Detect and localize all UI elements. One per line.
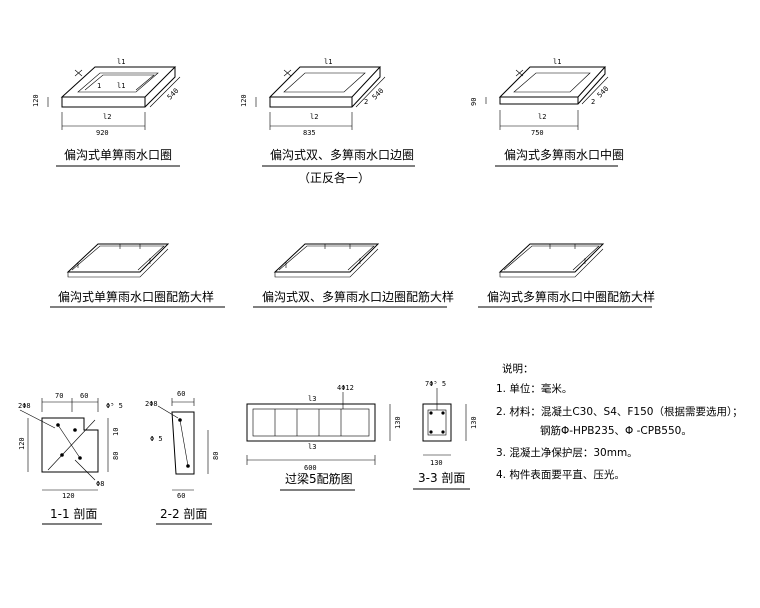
s11-dim-70: 70 (55, 392, 63, 400)
section-2-2 (157, 398, 209, 491)
fig1-sub-label: 1 (97, 82, 101, 90)
s11-title: 1-1 剖面 (50, 507, 97, 521)
fig1-l2-label: l2 (103, 113, 111, 121)
fig1-l1-label: l1 (117, 58, 125, 66)
rebar-frame-edge (273, 243, 380, 278)
fig2-d-dim: 540 (371, 87, 386, 102)
fig3-title: 偏沟式多箅雨水口中圈 (504, 147, 624, 162)
fig3-2-label: 2 (591, 98, 595, 106)
s11-w120: 120 (62, 492, 75, 500)
frame-middle-grate (485, 66, 609, 130)
fig2-note: （正反各一） (298, 170, 370, 185)
s11-phi5: Φ⁵ 5 (106, 402, 123, 410)
s22-w60: 60 (177, 492, 185, 500)
fig2-w-dim: 835 (303, 129, 316, 137)
notes-heading: 说明： (502, 362, 534, 375)
s11-dim-60: 60 (80, 392, 88, 400)
s11-phi8: Φ8 (96, 480, 104, 488)
note-4: 4. 构件表面要平直、压光。 (496, 468, 625, 481)
fig1-inner-label: l1 (117, 82, 125, 90)
mid2-title: 偏沟式双、多箅雨水口边圈配筋大样 (262, 289, 454, 304)
fig3-d-dim: 540 (596, 85, 611, 100)
beam-height: 130 (394, 416, 402, 429)
s11-h120: 120 (18, 437, 26, 450)
section-3-3 (422, 388, 467, 456)
mid3-title: 偏沟式多箅雨水口中圈配筋大样 (487, 289, 655, 304)
fig1-h-dim: 120 (32, 94, 40, 107)
note-2: 2. 材料：混凝土C30、S4、F150（根据需要选用）； (496, 405, 743, 418)
s11-d10: 10 (112, 428, 120, 436)
s22-title: 2-2 剖面 (160, 507, 207, 521)
frame-edge-grate (255, 66, 386, 130)
fig3-w-dim: 750 (531, 129, 544, 137)
frame-single-grate (47, 66, 181, 130)
s22-h80: 80 (212, 452, 220, 460)
section-1-1 (19, 398, 109, 491)
fig1-w-dim: 920 (96, 129, 109, 137)
s22-d60: 60 (177, 390, 185, 398)
beam-rebar: 4Φ12 (337, 384, 354, 392)
note-3: 3. 混凝土净保护层：30mm。 (496, 446, 638, 459)
s11-rebar: 2Φ8 (18, 402, 31, 410)
fig3-l2-label: l2 (538, 113, 546, 121)
beam-5-rebar (246, 392, 391, 465)
fig2-l2-label: l2 (310, 113, 318, 121)
s22-rebar: 2Φ8 (145, 400, 158, 408)
s33-h: 130 (470, 416, 478, 429)
mid1-title: 偏沟式单箅雨水口圈配筋大样 (58, 289, 214, 304)
fig3-h-dim: 90 (470, 98, 478, 106)
note-1: 1. 单位：毫米。 (496, 382, 572, 395)
s33-w: 130 (430, 459, 443, 467)
s22-phi5: Φ 5 (150, 435, 163, 443)
fig2-h-dim: 120 (240, 94, 248, 107)
beam-title: 过梁5配筋图 (285, 471, 353, 486)
beam-length: 600 (304, 464, 317, 472)
fig3-l1-label: l1 (553, 58, 561, 66)
fig1-title: 偏沟式单箅雨水口圈 (64, 147, 172, 162)
beam-l3-bot: l3 (308, 443, 316, 451)
fig2-l1-label: l1 (324, 58, 332, 66)
s11-d80: 80 (112, 452, 120, 460)
note-2b: 钢筋Φ-HPB235、Φ -CPB550。 (540, 424, 692, 437)
beam-l3-top: l3 (308, 395, 316, 403)
s33-title: 3-3 剖面 (418, 471, 465, 485)
s33-rebar: 7Φ⁵ 5 (425, 380, 446, 388)
fig2-2-label: 2 (364, 98, 368, 106)
rebar-frame-middle (498, 243, 605, 278)
rebar-frame-single (66, 243, 170, 278)
fig2-title: 偏沟式双、多箅雨水口边圈 (270, 147, 414, 162)
